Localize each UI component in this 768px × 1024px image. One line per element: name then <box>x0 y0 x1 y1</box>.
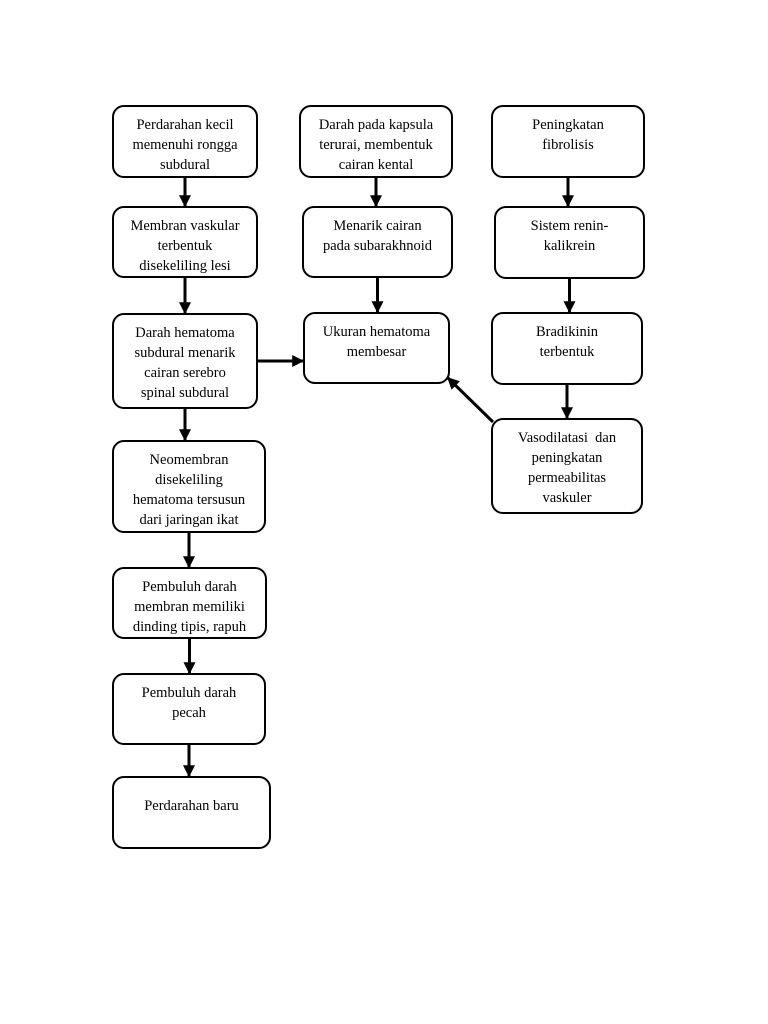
node-text: Perdarahan baru <box>144 798 239 814</box>
node-text: dinding tipis, rapuh <box>132 619 247 635</box>
node-text: fibrolisis <box>542 137 594 153</box>
node-text: Sistem renin- <box>530 218 609 234</box>
node-text: cairan serebro <box>144 365 226 381</box>
node-text: spinal subdural <box>140 385 230 401</box>
node-text: memenuhi rongga <box>132 137 238 153</box>
node-pembuluh-pecah: Pembuluh darah pecah <box>112 673 266 745</box>
node-bradikinin: Bradikinin terbentuk <box>491 312 643 385</box>
node-menarik-cairan: Menarik cairan pada subarakhnoid <box>302 206 453 278</box>
node-darah-hematoma: Darah hematoma subdural menarik cairan s… <box>112 313 258 409</box>
node-text: disekeliling <box>155 472 223 488</box>
node-neomembran: Neomembran disekeliling hematoma tersusu… <box>112 440 266 533</box>
node-text: terbentuk <box>539 344 595 360</box>
node-text: pada subarakhnoid <box>322 238 433 254</box>
node-text: permeabilitas <box>527 470 607 486</box>
node-vasodilatasi: Vasodilatasi dan peningkatan permeabilit… <box>491 418 643 514</box>
node-text: Darah hematoma <box>135 325 235 341</box>
node-text: Perdarahan kecil <box>136 117 234 133</box>
node-text: Peningkatan <box>532 117 604 133</box>
node-text: peningkatan <box>531 450 603 466</box>
node-pembuluh-tipis: Pembuluh darah membran memiliki dinding … <box>112 567 267 639</box>
node-text: membran memiliki <box>134 599 245 615</box>
node-text: hematoma tersusun <box>132 492 246 508</box>
node-text: Menarik cairan <box>333 218 422 234</box>
node-darah-kapsula: Darah pada kapsula terurai, membentuk ca… <box>299 105 453 178</box>
node-peningkatan-fibrolisis: Peningkatan fibrolisis <box>491 105 645 178</box>
node-text: dari jaringan ikat <box>139 512 239 528</box>
node-text: pecah <box>172 705 206 721</box>
node-text: Darah pada kapsula <box>318 117 434 133</box>
node-ukuran-hematoma: Ukuran hematoma membesar <box>303 312 450 384</box>
arrow-vasodilatasi-to-ukuran_hematoma <box>446 376 495 424</box>
node-text: disekeliling lesi <box>139 258 231 274</box>
node-text: Vasodilatasi dan <box>517 430 617 446</box>
node-text: Neomembran <box>149 452 229 468</box>
node-text: Bradikinin <box>535 324 599 340</box>
node-text: Pembuluh darah <box>141 685 237 701</box>
node-text: subdural <box>160 157 210 173</box>
node-text: Pembuluh darah <box>142 579 237 595</box>
node-text: Membran vaskular <box>130 218 240 234</box>
node-membran-vaskular: Membran vaskular terbentuk disekeliling … <box>112 206 258 278</box>
node-perdarahan-kecil: Perdarahan kecil memenuhi rongga subdura… <box>112 105 258 178</box>
node-perdarahan-baru: Perdarahan baru <box>112 776 271 849</box>
node-text: terurai, membentuk <box>319 137 433 153</box>
node-text: terbentuk <box>157 238 213 254</box>
node-text: Ukuran hematoma <box>322 324 431 340</box>
node-text: cairan kental <box>338 157 414 173</box>
node-text: vaskuler <box>542 490 592 506</box>
node-text: kalikrein <box>543 238 596 254</box>
node-sistem-renin: Sistem renin- kalikrein <box>494 206 645 279</box>
node-text: subdural menarik <box>134 345 236 361</box>
node-text: membesar <box>346 344 407 360</box>
